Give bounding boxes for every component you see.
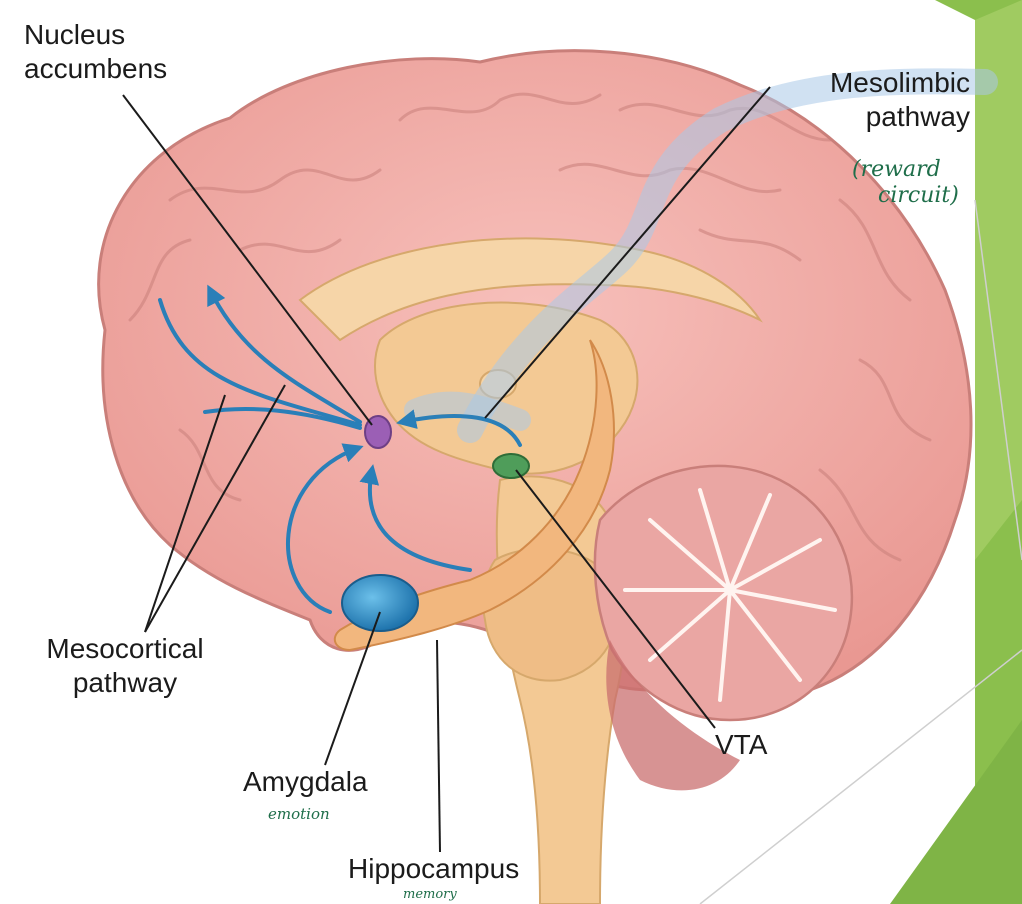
amygdala-label: Amygdala [243,766,368,797]
vta-marker [492,453,530,479]
nucleus-accumbens-label-line2: accumbens [24,53,168,84]
hippocampus-label: Hippocampus [348,853,520,884]
slide-decoration [699,0,1022,904]
mesocortical-arrow-2 [158,298,362,427]
mesolimbic-label-line2: pathway [865,101,970,132]
mesolimbic-note: (reward circuit) [852,157,959,209]
mesolimbic-pathway-label: Mesolimbic pathway [772,66,970,134]
leader-lines [122,86,771,853]
hippocampus-structure [333,339,615,652]
mesocortical-label-line2: pathway [72,667,178,698]
amygdala-marker [341,574,419,632]
nucleus-accumbens-label-line1: Nucleus [24,19,126,50]
mesocortical-pathway-label: Mesocortical pathway [20,632,230,700]
mesolimbic-note-line2: circuit) [878,183,959,208]
mesolimbic-highlight [457,68,998,443]
nucleus-accumbens-label: Nucleus accumbens [24,18,167,86]
mesocortical-label-line1: Mesocortical [46,633,204,664]
hippocampus-note: memory [403,887,457,902]
vta-label: VTA [715,729,768,760]
mesolimbic-label-line1: Mesolimbic [829,67,970,98]
mesolimbic-note-line1: (reward [852,157,941,182]
mesolimbic-arrow [396,409,522,447]
hippocampus-arrow [359,464,472,572]
corpus-callosum [298,237,763,342]
slide-accent-corner [890,720,1022,904]
mesocortical-arrow-1 [207,284,362,424]
amygdala-note: emotion [268,805,330,823]
amygdala-arrow [286,443,364,614]
